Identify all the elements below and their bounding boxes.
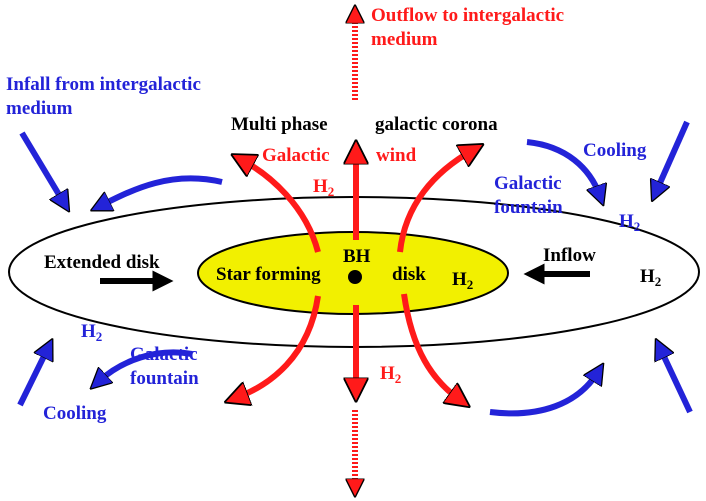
infall-lower-left-arrow — [17, 348, 48, 407]
disk-label: disk — [392, 264, 426, 285]
fountain-bottom-label: Galactic fountain — [130, 343, 199, 391]
star-forming-label: Star forming — [216, 264, 321, 285]
cooling-bottom-label: Cooling — [43, 403, 107, 424]
h2-label-disk: H2 — [452, 269, 474, 292]
fountain-bottom-label-line2: fountain — [130, 368, 199, 389]
wind-upper-left-arrow — [242, 160, 321, 253]
infall-lower-right-arrow — [660, 348, 693, 414]
galactic-wind-label-left: Galactic — [262, 145, 330, 166]
extended-disk-label: Extended disk — [44, 252, 160, 273]
infall-label: Infall from intergalactic medium — [6, 73, 201, 121]
fountain-lower-left-arrow — [98, 349, 193, 382]
inflow-label: Inflow — [543, 245, 596, 266]
h2-label-top-right: H2 — [619, 211, 641, 234]
fountain-upper-left-arrow — [100, 175, 223, 206]
fountain-top-label: Galactic fountain — [494, 172, 563, 220]
fountain-lower-right-arrow — [489, 372, 598, 417]
infall-upper-left-arrow — [19, 131, 64, 203]
outflow-label-line2: medium — [371, 29, 438, 50]
corona-right-label: galactic corona — [375, 114, 498, 135]
outflow-label: Outflow to intergalactic medium — [371, 4, 564, 52]
corona-left-label: Multi phase — [231, 114, 328, 135]
outflow-label-line1: Outflow to intergalactic — [371, 5, 565, 26]
bh-label: BH — [343, 246, 371, 267]
cooling-top-label: Cooling — [583, 140, 647, 161]
h2-label-right: H2 — [640, 266, 662, 289]
infall-label-line2: medium — [6, 98, 73, 119]
fountain-bottom-label-line1: Galactic — [130, 344, 198, 365]
h2-label-wind: H2 — [313, 176, 335, 199]
wind-upper-right-arrow — [397, 150, 473, 253]
h2-label-outflow-down: H2 — [380, 363, 402, 386]
infall-upper-right-arrow — [656, 120, 690, 192]
fountain-upper-right-arrow — [526, 139, 600, 196]
h2-label-bottom-left: H2 — [81, 321, 103, 344]
fountain-top-label-line1: Galactic — [494, 173, 562, 194]
galactic-wind-label-right: wind — [376, 145, 417, 166]
wind-lower-right-arrow — [401, 293, 460, 400]
black-hole-dot — [348, 270, 362, 284]
infall-label-line1: Infall from intergalactic — [6, 74, 201, 95]
wind-lower-left-arrow — [236, 295, 321, 398]
fountain-top-label-line2: fountain — [494, 197, 563, 218]
